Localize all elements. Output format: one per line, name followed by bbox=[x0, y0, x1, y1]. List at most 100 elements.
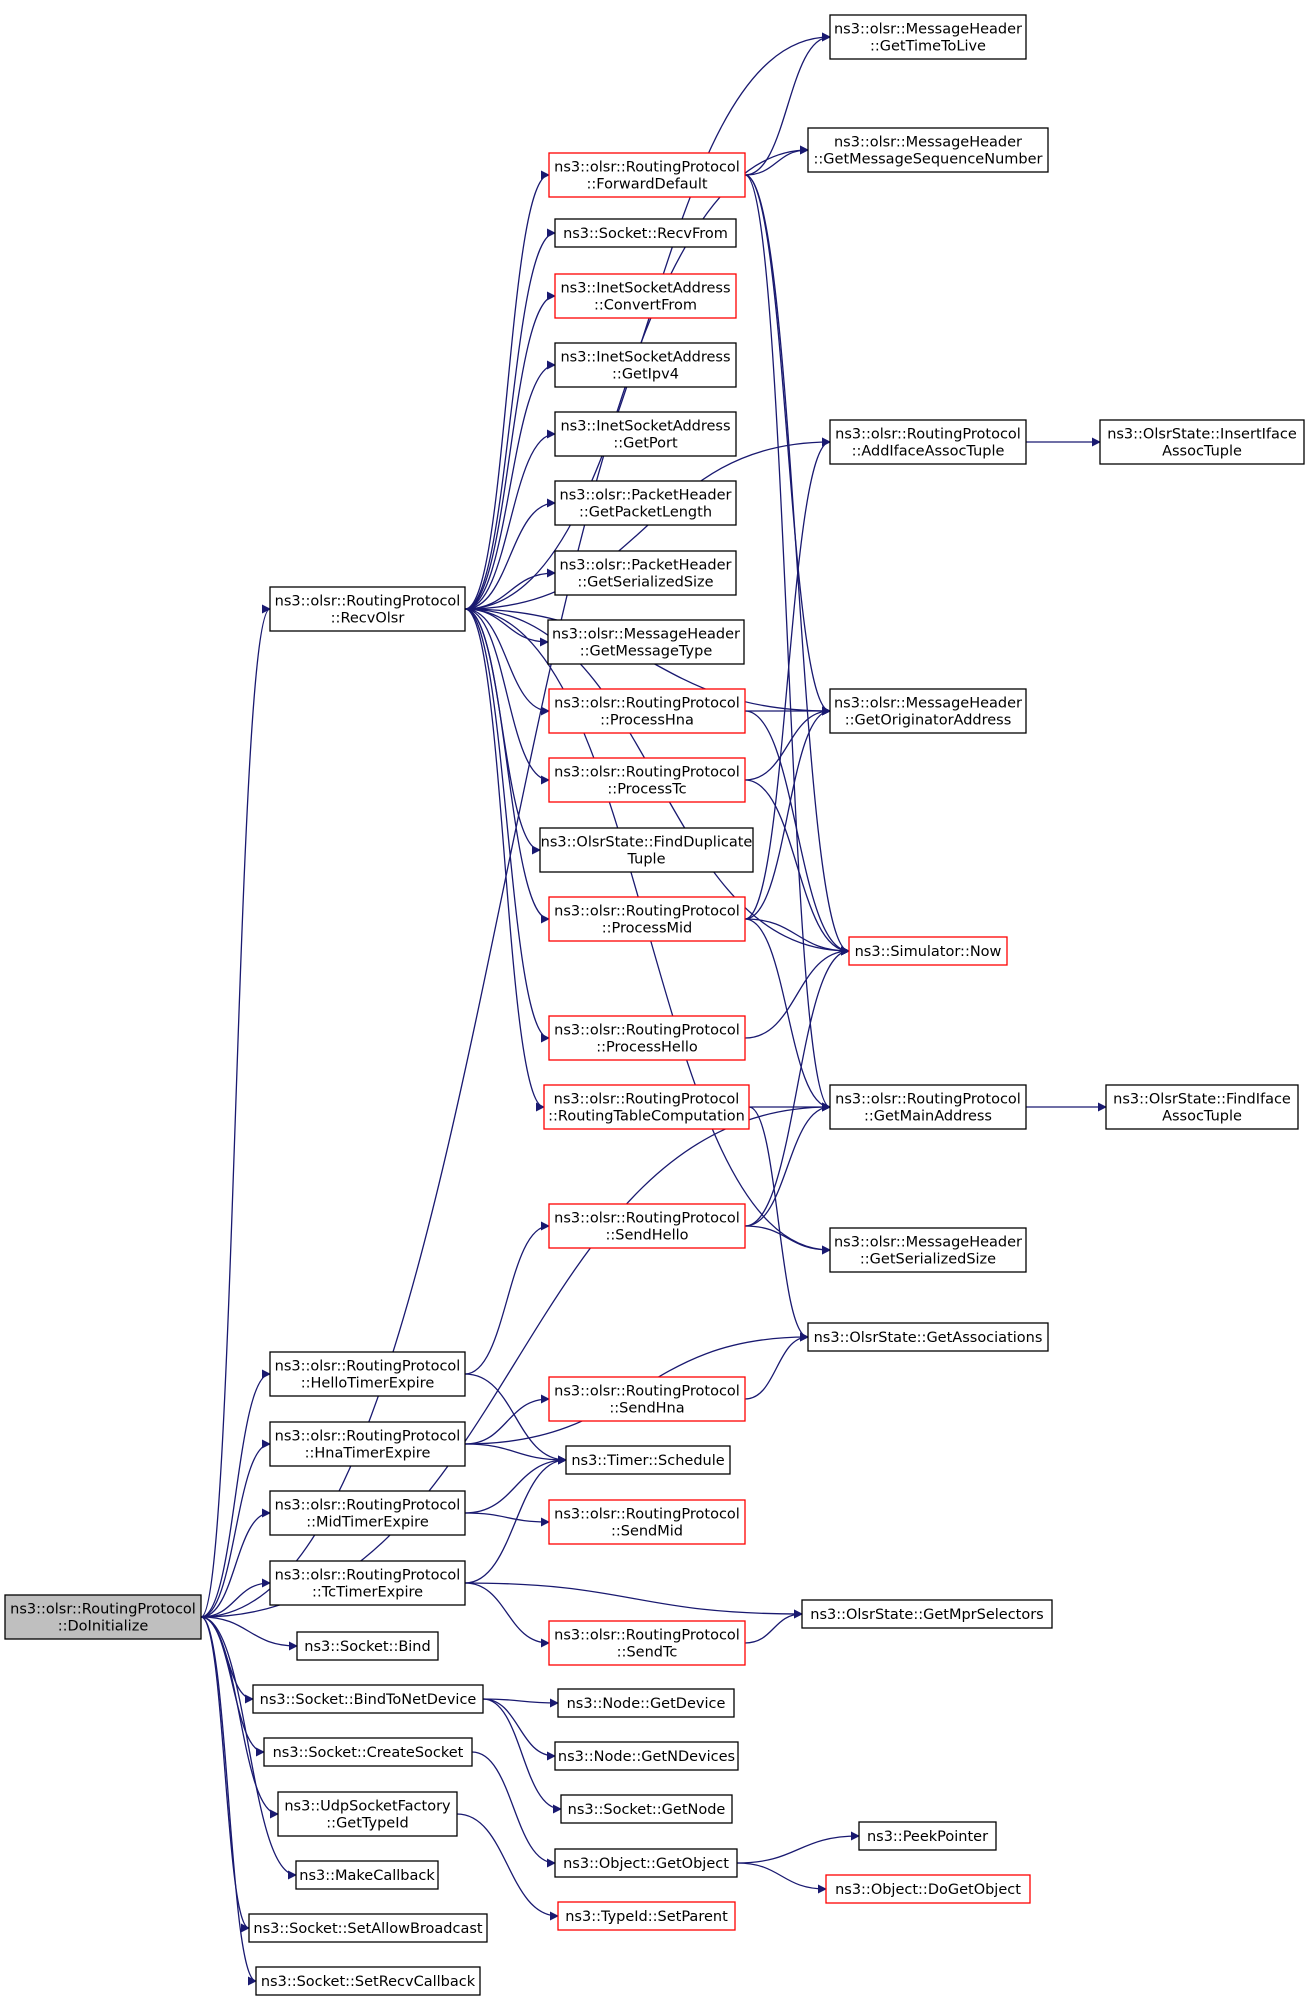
node-label: ns3::olsr::RoutingProtocol bbox=[554, 1211, 740, 1227]
node-label: ns3::InetSocketAddress bbox=[560, 419, 730, 435]
node-tctimerexpire[interactable]: ns3::olsr::RoutingProtocol::TcTimerExpir… bbox=[269, 1560, 466, 1606]
edge-recvolsr-to-recvfrom bbox=[464, 228, 556, 610]
node-recvolsr[interactable]: ns3::olsr::RoutingProtocol::RecvOlsr bbox=[269, 586, 466, 632]
node-setallowbroadcast[interactable]: ns3::Socket::SetAllowBroadcast bbox=[248, 1913, 488, 1943]
node-box bbox=[263, 1737, 473, 1767]
node-msg_getserializedsize[interactable]: ns3::olsr::MessageHeader::GetSerializedS… bbox=[829, 1227, 1027, 1273]
edge-processtc-to-now bbox=[744, 779, 850, 956]
node-box bbox=[554, 1741, 739, 1771]
node-processmid[interactable]: ns3::olsr::RoutingProtocol::ProcessMid bbox=[548, 896, 746, 942]
node-sendtc[interactable]: ns3::olsr::RoutingProtocol::SendTc bbox=[548, 1620, 746, 1666]
node-midtimerexpire[interactable]: ns3::olsr::RoutingProtocol::MidTimerExpi… bbox=[269, 1490, 466, 1536]
node-getnode[interactable]: ns3::Socket::GetNode bbox=[560, 1794, 733, 1824]
node-sendmid[interactable]: ns3::olsr::RoutingProtocol::SendMid bbox=[548, 1499, 746, 1545]
node-label: ns3::olsr::RoutingProtocol bbox=[275, 1568, 461, 1584]
node-label: ::GetOriginatorAddress bbox=[845, 713, 1012, 729]
node-box bbox=[565, 1445, 731, 1475]
node-getport[interactable]: ns3::InetSocketAddress::GetPort bbox=[554, 411, 737, 457]
node-label: ::GetPacketLength bbox=[579, 505, 712, 521]
edge-doinit-to-recvolsr bbox=[200, 604, 271, 1618]
node-getmprselectors[interactable]: ns3::OlsrState::GetMprSelectors bbox=[801, 1599, 1053, 1629]
edge-bindtonetdevice-to-getndevices bbox=[482, 1698, 556, 1761]
node-label: ::ForwardDefault bbox=[586, 177, 707, 193]
node-label: ns3::olsr::MessageHeader bbox=[834, 135, 1022, 151]
node-udpgettypeid[interactable]: ns3::UdpSocketFactory::GetTypeId bbox=[277, 1791, 458, 1837]
node-box bbox=[548, 757, 746, 803]
node-box bbox=[557, 1688, 735, 1718]
node-pkt_getserializedsize[interactable]: ns3::olsr::PacketHeader::GetSerializedSi… bbox=[554, 550, 737, 596]
edge-udpgettypeid-to-setparent bbox=[456, 1813, 559, 1921]
edge-sendtc-to-getmprselectors bbox=[744, 1609, 803, 1644]
node-getassociations[interactable]: ns3::OlsrState::GetAssociations bbox=[807, 1322, 1049, 1352]
node-getoriginator[interactable]: ns3::olsr::MessageHeader::GetOriginatorA… bbox=[829, 688, 1027, 734]
node-sendhello[interactable]: ns3::olsr::RoutingProtocol::SendHello bbox=[548, 1203, 746, 1249]
node-label: ns3::olsr::RoutingProtocol bbox=[275, 1429, 461, 1445]
edge-getobject-to-peekpointer bbox=[736, 1831, 860, 1864]
node-convertfrom[interactable]: ns3::InetSocketAddress::ConvertFrom bbox=[554, 273, 737, 319]
node-getmessagetype[interactable]: ns3::olsr::MessageHeader::GetMessageType bbox=[547, 619, 745, 665]
edge-doinit-to-hnatimerexpire bbox=[200, 1439, 271, 1618]
node-label: ns3::olsr::MessageHeader bbox=[552, 627, 740, 643]
node-bindtonetdevice[interactable]: ns3::Socket::BindToNetDevice bbox=[252, 1684, 484, 1714]
node-bind[interactable]: ns3::Socket::Bind bbox=[296, 1631, 439, 1661]
node-box bbox=[554, 411, 737, 457]
node-box bbox=[801, 1599, 1053, 1629]
edge-recvolsr-to-getipv4 bbox=[464, 360, 556, 610]
node-setparent[interactable]: ns3::TypeId::SetParent bbox=[557, 1901, 736, 1931]
node-now[interactable]: ns3::Simulator::Now bbox=[848, 936, 1008, 966]
edge-processmid-to-addifaceassoc bbox=[744, 437, 831, 920]
nodes-layer: ns3::olsr::RoutingProtocol::DoInitialize… bbox=[4, 14, 1305, 1996]
node-hellotimerexpire[interactable]: ns3::olsr::RoutingProtocol::HelloTimerEx… bbox=[269, 1351, 466, 1397]
node-box bbox=[1099, 419, 1305, 465]
node-box bbox=[829, 688, 1027, 734]
node-label: ns3::olsr::RoutingProtocol bbox=[275, 1359, 461, 1375]
node-makecallback[interactable]: ns3::MakeCallback bbox=[295, 1860, 439, 1890]
node-getndevices[interactable]: ns3::Node::GetNDevices bbox=[554, 1741, 739, 1771]
node-label: ns3::Simulator::Now bbox=[855, 944, 1002, 960]
node-box bbox=[539, 827, 754, 873]
node-label: ::RoutingTableComputation bbox=[548, 1109, 745, 1125]
node-createsocket[interactable]: ns3::Socket::CreateSocket bbox=[263, 1737, 473, 1767]
node-label: ::MidTimerExpire bbox=[306, 1515, 429, 1531]
node-label: ::GetSerializedSize bbox=[577, 575, 713, 591]
edge-sendhello-to-now bbox=[744, 946, 850, 1227]
node-processtc[interactable]: ns3::olsr::RoutingProtocol::ProcessTc bbox=[548, 757, 746, 803]
node-box bbox=[807, 1322, 1049, 1352]
node-doinit[interactable]: ns3::olsr::RoutingProtocol::DoInitialize bbox=[4, 1594, 202, 1640]
node-dogetobject[interactable]: ns3::Object::DoGetObject bbox=[825, 1874, 1031, 1904]
node-setrecvcallback[interactable]: ns3::Socket::SetRecvCallback bbox=[255, 1966, 481, 1996]
node-gettimetolive[interactable]: ns3::olsr::MessageHeader::GetTimeToLive bbox=[829, 14, 1027, 60]
node-label: ns3::olsr::RoutingProtocol bbox=[554, 696, 740, 712]
edge-recvolsr-to-pkt_getserializedsize bbox=[464, 568, 556, 610]
node-recvfrom[interactable]: ns3::Socket::RecvFrom bbox=[554, 218, 737, 248]
node-label: ::GetMessageSequenceNumber bbox=[814, 152, 1043, 168]
node-label: ::DoInitialize bbox=[58, 1619, 149, 1635]
node-getpacketlength[interactable]: ns3::olsr::PacketHeader::GetPacketLength bbox=[554, 480, 737, 526]
node-getobject[interactable]: ns3::Object::GetObject bbox=[554, 1848, 738, 1878]
node-getipv4[interactable]: ns3::InetSocketAddress::GetIpv4 bbox=[554, 342, 737, 388]
node-sendhna[interactable]: ns3::olsr::RoutingProtocol::SendHna bbox=[548, 1376, 746, 1422]
node-routingtablecomp[interactable]: ns3::olsr::RoutingProtocol::RoutingTable… bbox=[543, 1084, 750, 1130]
node-processhna[interactable]: ns3::olsr::RoutingProtocol::ProcessHna bbox=[548, 688, 746, 734]
node-schedule[interactable]: ns3::Timer::Schedule bbox=[565, 1445, 731, 1475]
edge-tctimerexpire-to-sendtc bbox=[464, 1582, 550, 1648]
node-getdevice[interactable]: ns3::Node::GetDevice bbox=[557, 1688, 735, 1718]
edge-processtc-to-getoriginator bbox=[744, 706, 831, 781]
node-peekpointer[interactable]: ns3::PeekPointer bbox=[858, 1821, 997, 1851]
node-hnatimerexpire[interactable]: ns3::olsr::RoutingProtocol::HnaTimerExpi… bbox=[269, 1421, 466, 1467]
node-label: ns3::olsr::RoutingProtocol bbox=[554, 904, 740, 920]
edge-hnatimerexpire-to-schedule bbox=[464, 1443, 567, 1465]
node-forwarddefault[interactable]: ns3::olsr::RoutingProtocol::ForwardDefau… bbox=[548, 152, 746, 198]
node-label: ns3::Socket::Bind bbox=[304, 1639, 430, 1655]
node-box bbox=[548, 1203, 746, 1249]
node-getmsgseq[interactable]: ns3::olsr::MessageHeader::GetMessageSequ… bbox=[807, 127, 1049, 173]
node-getmainaddress[interactable]: ns3::olsr::RoutingProtocol::GetMainAddre… bbox=[829, 1084, 1027, 1130]
node-processhello[interactable]: ns3::olsr::RoutingProtocol::ProcessHello bbox=[548, 1015, 746, 1061]
node-label: ns3::Socket::GetNode bbox=[568, 1802, 726, 1818]
node-addifaceassoc[interactable]: ns3::olsr::RoutingProtocol::AddIfaceAsso… bbox=[829, 419, 1027, 465]
edge-recvolsr-to-forwarddefault bbox=[464, 170, 550, 610]
